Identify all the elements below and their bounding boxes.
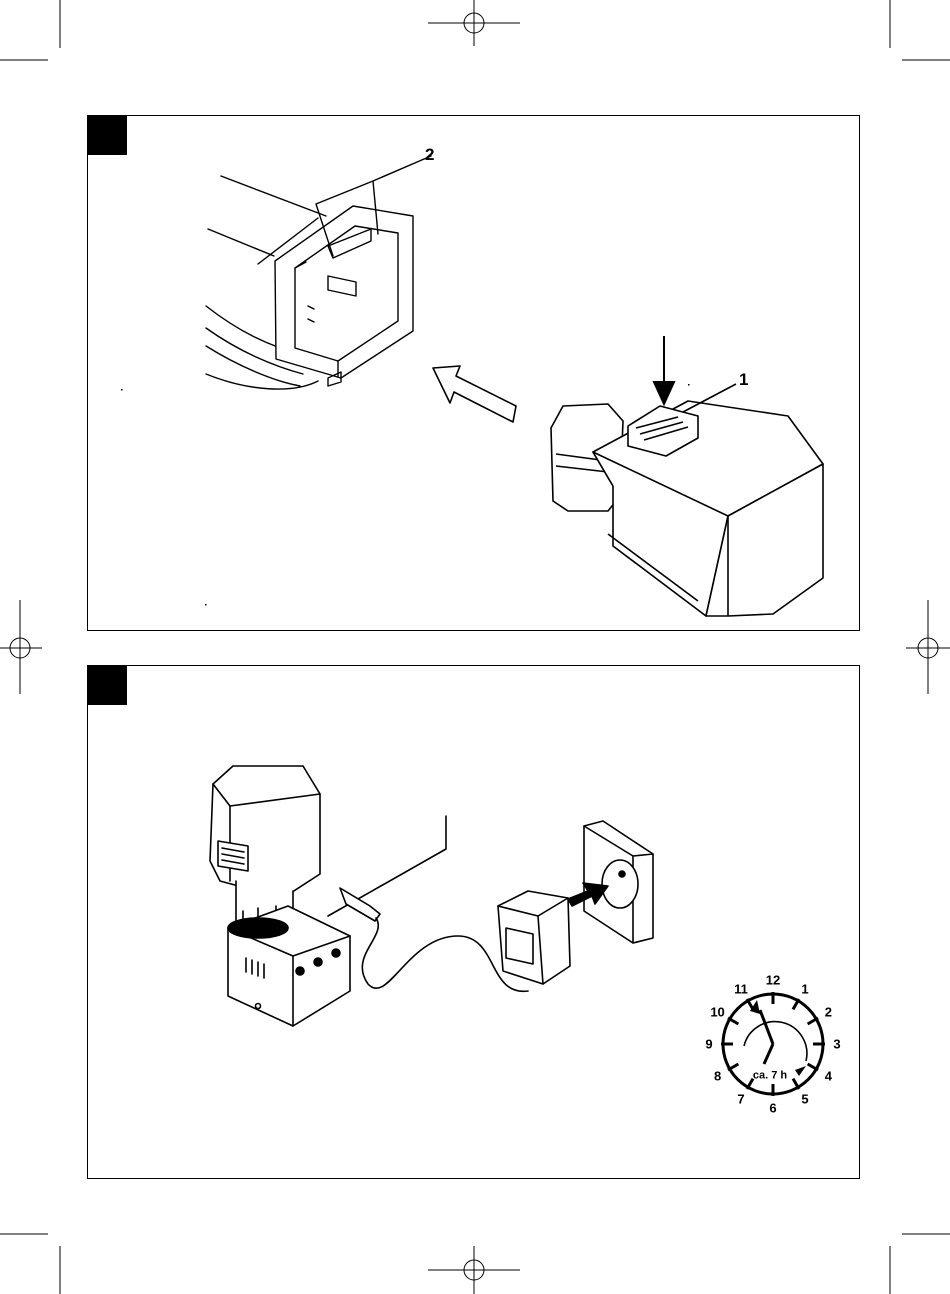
charger-cable xyxy=(328,816,528,991)
tool-housing-edge xyxy=(221,176,326,216)
clock-number: 4 xyxy=(825,1070,832,1083)
clock-number: 12 xyxy=(766,974,780,987)
registration-target-bottom xyxy=(428,1246,520,1294)
power-adapter xyxy=(498,891,570,984)
clock-number: 7 xyxy=(737,1093,744,1106)
charge-duration-label: ca. 7 h xyxy=(753,1071,787,1082)
clock-number: 11 xyxy=(734,982,748,995)
insertion-arrow-icon xyxy=(433,366,516,422)
press-down-arrow-icon xyxy=(654,336,674,404)
callout-2-label: 2 xyxy=(425,146,434,163)
registration-target-right xyxy=(906,600,950,694)
clock-number: 2 xyxy=(825,1006,832,1019)
figure-1-panel: 2 1 xyxy=(87,115,860,631)
charging-illustration xyxy=(88,666,861,1180)
clock-number: 9 xyxy=(705,1038,712,1051)
clock-number: 8 xyxy=(714,1070,721,1083)
clock-number: 1 xyxy=(801,982,808,995)
registration-target-left xyxy=(0,600,42,694)
registration-target-top xyxy=(428,0,520,46)
clock-number: 5 xyxy=(801,1093,808,1106)
clock-number: 10 xyxy=(710,1006,724,1019)
wall-socket xyxy=(584,821,653,943)
callout-1-label: 1 xyxy=(739,371,748,388)
battery-on-charger xyxy=(210,766,320,928)
clock-number: 3 xyxy=(833,1038,840,1051)
charger-base xyxy=(228,906,350,1026)
battery-pack-illustration xyxy=(551,384,823,616)
clock-number: 6 xyxy=(769,1102,776,1115)
